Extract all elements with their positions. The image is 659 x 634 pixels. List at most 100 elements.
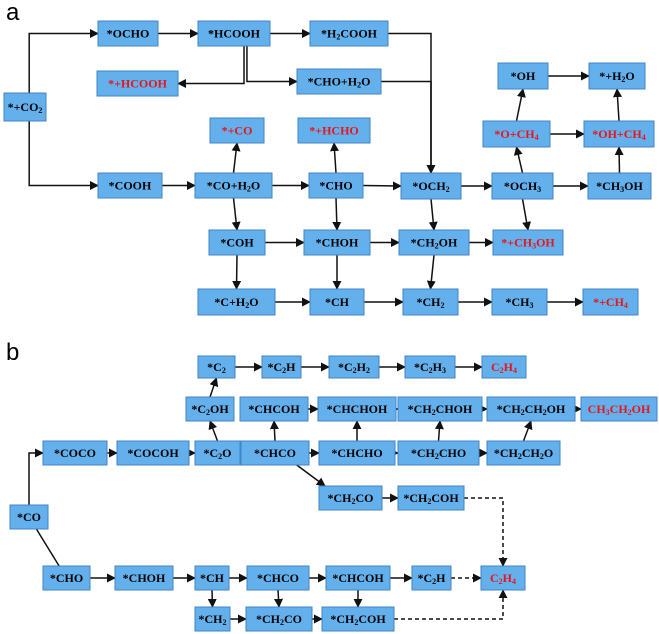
edge-chco-to-chcoh bbox=[269, 420, 279, 442]
node-label-part: *CO+H bbox=[207, 179, 248, 193]
node-label: *CHCO bbox=[257, 571, 299, 585]
node-cooh: *COOH bbox=[97, 172, 163, 199]
node-label-part: O bbox=[249, 295, 258, 309]
node-label-part: *CHOH bbox=[316, 236, 359, 250]
node-box bbox=[482, 120, 551, 148]
node-label: *CHOH bbox=[316, 236, 359, 250]
node-label-part: *+H bbox=[599, 69, 622, 83]
node-label: *CH2CO bbox=[328, 491, 374, 506]
node-label-part: *C bbox=[338, 360, 353, 374]
node-label-part: *CHO+H bbox=[308, 75, 358, 89]
edge-coh2o-to-plusco bbox=[231, 142, 241, 174]
node-label-part: *COCO bbox=[54, 446, 96, 460]
node-label-part: *CH bbox=[408, 402, 433, 416]
node-label: *C+H2O bbox=[214, 295, 258, 310]
edge-ch2ch2o-to-ch2ch2oh bbox=[522, 420, 533, 442]
node-label-part: *CHCHOH bbox=[327, 402, 388, 416]
node-box bbox=[197, 355, 236, 379]
node-label: *COOH bbox=[109, 179, 152, 193]
node-label-subscript: 2 bbox=[353, 366, 357, 375]
node-label-subscript: 2 bbox=[218, 452, 222, 461]
node-plush2o: *+H2O bbox=[588, 62, 646, 90]
node-label: *CHCOH bbox=[248, 402, 300, 416]
node-ch: *CH bbox=[309, 288, 365, 316]
node-label-subscript: 3 bbox=[442, 366, 446, 375]
node-label: *OH+CH4 bbox=[592, 127, 646, 142]
node-label: *OCHO bbox=[107, 27, 150, 41]
node-label-subscript: 2 bbox=[540, 452, 544, 461]
node-label-part: *+CH bbox=[593, 295, 625, 309]
edge-ch3oh-to-ohch4 bbox=[614, 146, 624, 174]
node-box bbox=[497, 62, 549, 90]
edge-och4-to-oh bbox=[515, 88, 526, 122]
node-coh: *COH bbox=[208, 229, 266, 256]
node-label-subscript: 2 bbox=[521, 408, 525, 417]
node-box bbox=[261, 355, 302, 379]
edge-co2-to-cooh bbox=[28, 121, 99, 190]
node-box bbox=[492, 229, 564, 256]
node-label-subscript: 2 bbox=[432, 577, 436, 586]
node-label-subscript: 2 bbox=[432, 408, 436, 417]
node-co: *CO bbox=[9, 504, 49, 530]
node-box bbox=[296, 68, 382, 95]
node-co2: *+CO2 bbox=[3, 92, 47, 122]
node-och3: *OCH3 bbox=[491, 172, 554, 200]
node-label: *C2H bbox=[417, 571, 446, 586]
node-hcooh: *HCOOH bbox=[197, 20, 271, 47]
node-label-part: *CH bbox=[411, 236, 436, 250]
node-box bbox=[240, 440, 310, 466]
node-label: *CHCOH bbox=[332, 571, 384, 585]
node-box bbox=[402, 288, 459, 316]
node-label: *CH2COH bbox=[330, 612, 386, 627]
node-label: *COH bbox=[220, 236, 254, 250]
node-label-part: *CO bbox=[17, 510, 41, 524]
node-b_ch2co: *CH2CO bbox=[245, 606, 313, 632]
node-ch3: *CH3 bbox=[491, 288, 548, 316]
edge-co-to-coco bbox=[28, 448, 44, 505]
node-label-subscript: 2 bbox=[336, 32, 340, 41]
node-label-subscript: 4 bbox=[535, 133, 539, 142]
node-box bbox=[404, 355, 456, 379]
node-label-subscript: 2 bbox=[435, 452, 439, 461]
edge-chco-to-ch2co_m bbox=[296, 464, 326, 487]
node-label-subscript: 2 bbox=[357, 80, 361, 89]
node-box bbox=[3, 92, 47, 122]
node-label-part: COH bbox=[431, 491, 459, 505]
node-label-subscript: 2 bbox=[621, 75, 625, 84]
node-box bbox=[308, 172, 364, 199]
node-label-subscript: 3 bbox=[606, 408, 610, 417]
node-label-part: COH bbox=[358, 612, 386, 626]
node-b_ch2: *CH2 bbox=[194, 606, 231, 632]
node-ch2o_c: *C+H2O bbox=[197, 288, 276, 316]
node-box bbox=[397, 440, 480, 466]
edge-c2oh-to-c2 bbox=[209, 377, 219, 398]
node-box bbox=[42, 440, 108, 466]
node-chco: *CHCO bbox=[240, 440, 310, 466]
node-label-part: *COCOH bbox=[127, 446, 179, 460]
node-label-part: C bbox=[490, 571, 499, 585]
node-label-part: *CH bbox=[256, 612, 281, 626]
node-label-part: H bbox=[436, 571, 446, 585]
node-label-part: *OH bbox=[511, 69, 536, 83]
node-label-part: *OCH bbox=[504, 179, 538, 193]
node-label-subscript: 2 bbox=[206, 408, 210, 417]
node-label-part: *C bbox=[203, 446, 218, 460]
node-label-part: CH bbox=[588, 402, 607, 416]
node-box bbox=[209, 117, 265, 144]
node-label-part: H bbox=[504, 360, 514, 374]
node-och4: *O+CH4 bbox=[482, 120, 551, 148]
node-label-subscript: 2 bbox=[247, 184, 251, 193]
node-label-part: OH bbox=[547, 402, 566, 416]
node-b_choh: *CHOH bbox=[114, 565, 174, 591]
node-label-subscript: 4 bbox=[624, 301, 628, 310]
node-box bbox=[481, 355, 527, 379]
node-ch2co_m: *CH2CO bbox=[318, 485, 383, 511]
node-label-subscript: 2 bbox=[245, 301, 249, 310]
node-box bbox=[318, 485, 383, 511]
node-box bbox=[245, 606, 313, 632]
node-cocoh: *COCOH bbox=[116, 440, 190, 466]
edge-h2cooh-to-och2 bbox=[388, 32, 436, 174]
node-box bbox=[317, 396, 397, 422]
node-label: *CH2CO bbox=[256, 612, 302, 627]
node-c2h4top: C2H4 bbox=[481, 355, 527, 379]
